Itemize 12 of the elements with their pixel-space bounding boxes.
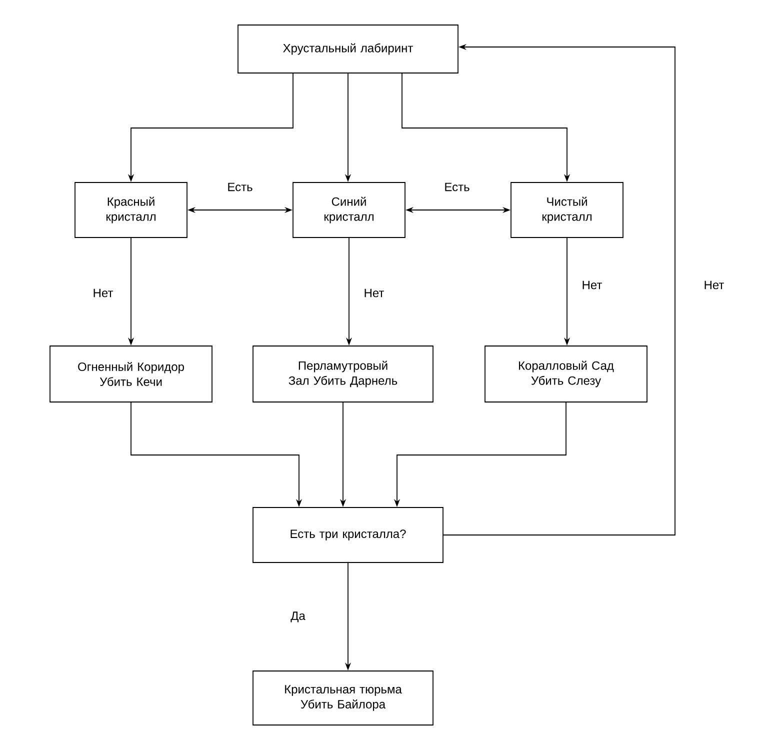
process-box: Синий кристалл <box>292 182 406 238</box>
edge-label: Есть <box>443 182 471 192</box>
process-box: Чистый кристалл <box>510 182 624 238</box>
process-box: Есть три кристалла? <box>252 507 444 563</box>
edge-label: Есть <box>226 182 254 192</box>
process-box: Красный кристалл <box>74 182 188 238</box>
process-box: Перламутровый Зал Убить Дарнель <box>252 346 434 402</box>
process-box: Кристальная тюрьма Убить Байлора <box>252 670 434 726</box>
process-box: Огненный Коридор Убить Кечи <box>50 346 212 402</box>
edge-label: Да <box>290 610 306 624</box>
process-box: Коралловый Сад Убить Слезу <box>484 346 648 402</box>
process-box: Хрустальный лабиринт <box>238 24 458 74</box>
